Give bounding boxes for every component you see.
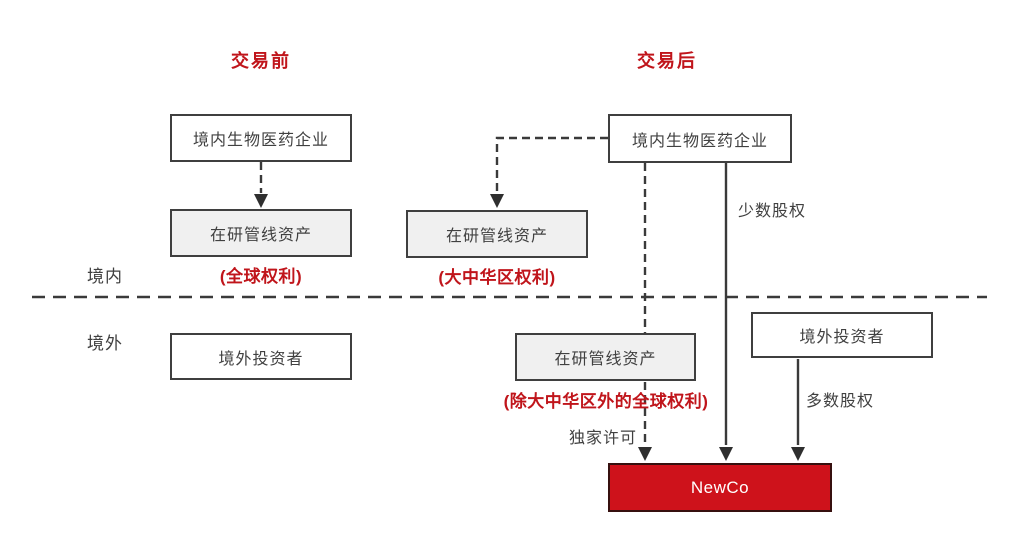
note-greater-china-rights: (大中华区权利) <box>438 268 556 287</box>
note-pre-global-rights: (全球权利) <box>219 267 303 286</box>
node-label: 境内生物医药企业 <box>192 132 329 149</box>
region-label-offshore: 境外 <box>87 334 123 353</box>
node-label: 在研管线资产 <box>554 351 657 368</box>
edge-label-exclusive-license: 独家许可 <box>569 430 638 447</box>
node-label: NewCo <box>690 477 750 497</box>
arrowhead-down-icon <box>719 447 733 461</box>
node-post-pipeline-ex-china: 在研管线资产 <box>515 333 696 381</box>
node-label: 在研管线资产 <box>445 228 548 245</box>
region-label-onshore: 境内 <box>87 267 123 286</box>
arrowhead-down-icon <box>490 194 504 208</box>
edge-label-majority-equity: 多数股权 <box>806 393 875 410</box>
title-before-transaction: 交易前 <box>231 51 291 71</box>
node-pre-overseas-investor: 境外投资者 <box>170 333 352 380</box>
edge-label-minority-equity: 少数股权 <box>738 203 807 220</box>
node-post-overseas-investor: 境外投资者 <box>751 312 933 358</box>
arrowhead-down-icon <box>638 447 652 461</box>
node-post-domestic-biopharma: 境内生物医药企业 <box>608 114 792 163</box>
title-after-transaction: 交易后 <box>637 51 697 71</box>
node-post-pipeline-greater-china: 在研管线资产 <box>406 210 588 258</box>
arrowhead-down-icon <box>254 194 268 208</box>
node-label: 在研管线资产 <box>209 227 312 244</box>
node-label: 境内生物医药企业 <box>631 132 768 150</box>
node-pre-domestic-biopharma: 境内生物医药企业 <box>170 114 352 162</box>
node-pre-pipeline-asset: 在研管线资产 <box>170 209 352 257</box>
arrowhead-down-icon <box>791 447 805 461</box>
note-ex-china-global-rights: (除大中华区外的全球权利) <box>503 392 709 411</box>
node-newco: NewCo <box>608 463 832 512</box>
edge-post-company-to-cn-pipeline <box>495 136 608 193</box>
node-label: 境外投资者 <box>218 350 304 368</box>
node-label: 境外投资者 <box>799 329 885 346</box>
